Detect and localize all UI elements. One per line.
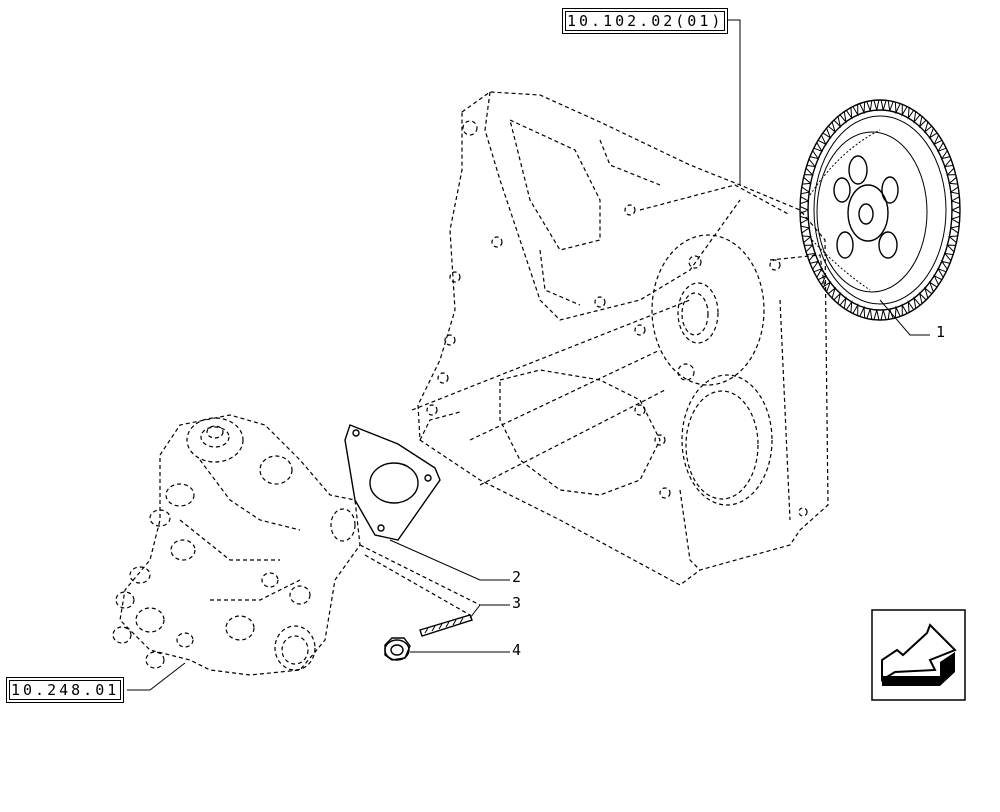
injection-pump-reference[interactable]: 10.248.01: [6, 677, 125, 703]
callout-gasket: 2: [512, 568, 522, 586]
arrow-back-icon[interactable]: [871, 609, 966, 701]
timing-cover-reference[interactable]: 10.102.02(01): [562, 8, 729, 34]
gasket: [344, 424, 441, 541]
leader-lines: [127, 19, 930, 691]
stud: [419, 614, 473, 637]
timing-case-cover: [411, 91, 829, 586]
callout-gear: 1: [936, 323, 946, 341]
injection-pump: [112, 414, 361, 676]
gear-teeth: [799, 99, 961, 321]
callout-stud: 3: [512, 594, 522, 612]
callout-nut: 4: [512, 641, 522, 659]
nut: [384, 637, 411, 661]
drive-gear: [799, 99, 961, 321]
